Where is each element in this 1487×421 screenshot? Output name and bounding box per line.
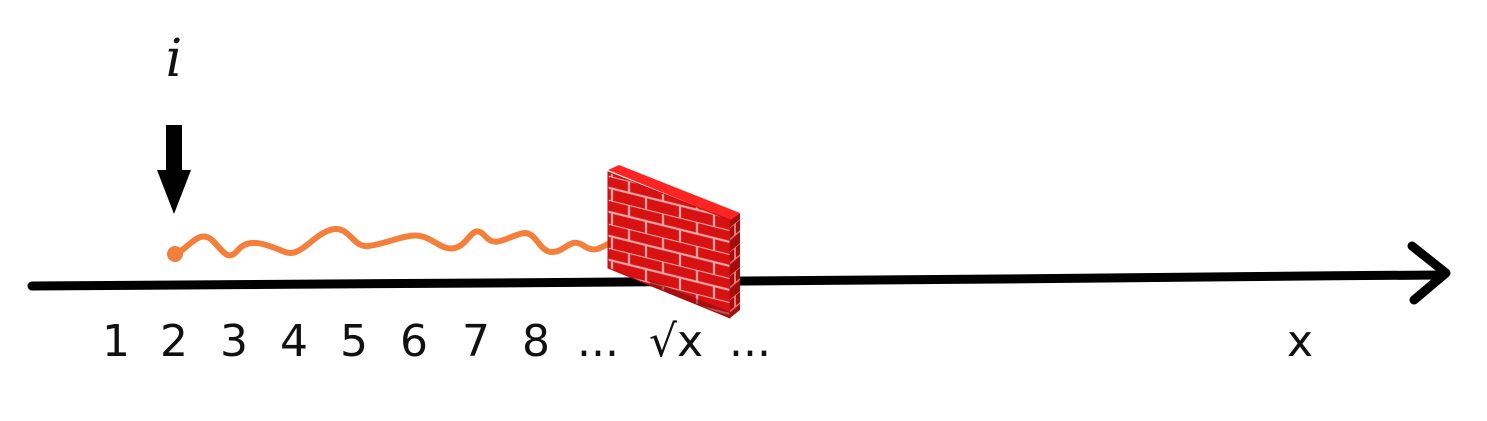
tick-label: 8 bbox=[522, 316, 550, 367]
axis-arrowhead bbox=[1407, 241, 1451, 305]
pointer-arrow bbox=[157, 125, 191, 214]
pointer-label: i bbox=[166, 29, 183, 89]
axis-line bbox=[27, 270, 1445, 291]
tick-label: √x bbox=[649, 316, 703, 367]
path-start-dot bbox=[167, 246, 183, 262]
axis-end-label: x bbox=[1287, 316, 1313, 367]
tick-label: ... bbox=[577, 316, 619, 367]
tick-label: 4 bbox=[280, 316, 308, 367]
tick-label: 5 bbox=[340, 316, 368, 367]
search-path bbox=[172, 226, 643, 259]
tick-label: 1 bbox=[102, 316, 130, 367]
axis-tick-labels: 1 2 3 4 5 6 7 8 ... √x ... x bbox=[102, 316, 1313, 367]
tick-label: 2 bbox=[160, 316, 188, 367]
tick-label: 7 bbox=[462, 316, 490, 367]
tick-label: 3 bbox=[220, 316, 248, 367]
tick-label: 6 bbox=[400, 316, 428, 367]
brick-wall-icon bbox=[607, 165, 740, 319]
tick-label: ... bbox=[729, 316, 771, 367]
